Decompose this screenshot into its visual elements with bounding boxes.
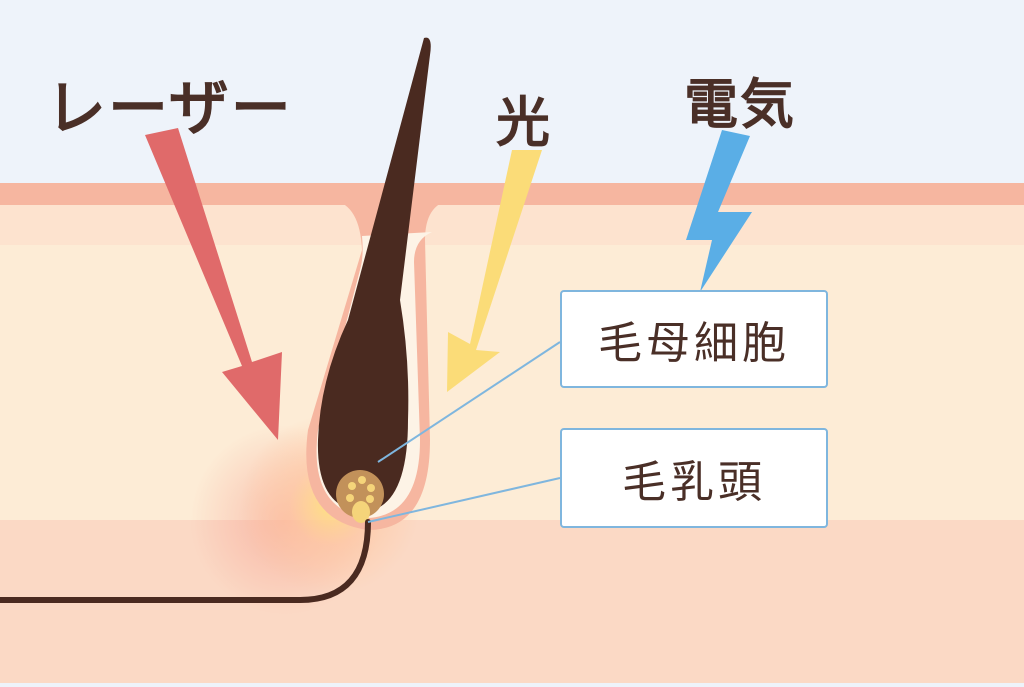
dermis-layer	[0, 245, 1024, 520]
papilla-core	[352, 501, 370, 523]
laser-arrow	[145, 128, 282, 440]
papilla-dot	[366, 495, 374, 503]
hair-shaft	[317, 37, 431, 512]
light-arrow	[447, 150, 542, 392]
laser-label: レーザー	[46, 74, 293, 144]
dermal-papilla-callout: 毛乳頭	[560, 428, 828, 528]
electric-bolt-icon	[686, 130, 752, 292]
nerve-line	[0, 519, 371, 603]
hair-matrix-cell-callout: 毛母細胞	[560, 290, 828, 388]
papilla-dot	[367, 484, 375, 492]
leader-line-papilla	[367, 477, 561, 523]
electricity-label: 電気	[684, 73, 796, 136]
papilla-dot	[348, 482, 356, 490]
leader-line-matrix	[377, 341, 561, 463]
light-label: 光	[496, 91, 550, 154]
papilla-dot	[346, 494, 354, 502]
papilla-dot	[358, 476, 366, 484]
dermal-papilla	[336, 470, 384, 518]
